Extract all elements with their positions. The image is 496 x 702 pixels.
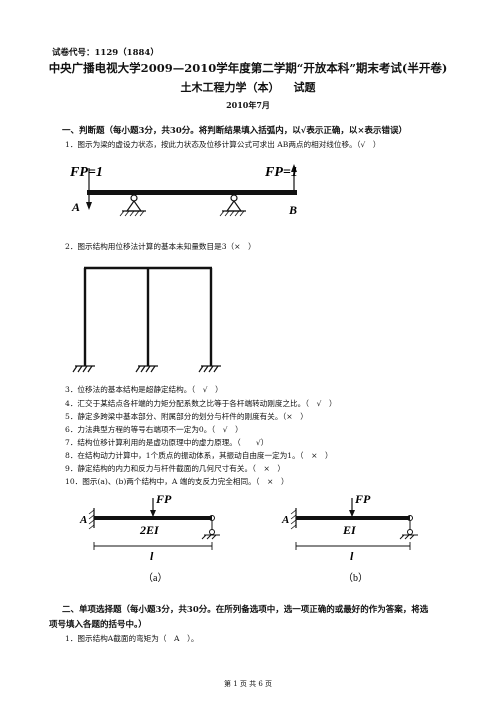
end-label-b: A <box>281 514 289 526</box>
figure-10a: FP A 2EI l （a） <box>79 492 220 584</box>
question-6: 6．力法典型方程的等号右端项不一定为0。（ √ ） <box>65 425 243 434</box>
load-label-b: FP <box>354 492 371 506</box>
load-label-a: FP <box>155 492 172 506</box>
figure-10: FP A 2EI l （a） FP A EI <box>79 492 418 584</box>
question-2: 2．图示结构用位移法计算的基本未知量数目是3（× ） <box>65 242 256 251</box>
dimension-a <box>93 542 213 550</box>
section2-question-1: 1．图示结构A截面的弯矩为（ A ）。 <box>65 634 199 643</box>
beam-b <box>296 516 410 520</box>
stiffness-label-b: EI <box>342 523 357 537</box>
load-label-right: FP=1 <box>264 165 298 180</box>
pin-support-left <box>119 194 146 217</box>
question-1: 1．图示为梁的虚设力状态，按此力状态及位移计算公式可求出 AB两点的相对线位移。… <box>65 140 381 149</box>
paper-code: 试卷代号：1129（1884） <box>52 48 159 58</box>
course-name: 土木工程力学（本） <box>180 81 280 94</box>
question-4: 4．汇交于某结点各杆端的力矩分配系数之比等于各杆端转动刚度之比。（ √ ） <box>65 399 337 408</box>
question-7: 7．结构位移计算利用的是虚功原理中的虚力原理。（ √） <box>65 438 269 447</box>
paper-type: 试题 <box>293 81 316 94</box>
force-arrowhead-right <box>291 164 297 172</box>
question-10: 10．图示(a)、(b)两个结构中，A 端的支反力完全相同。（ × ） <box>65 477 289 486</box>
force-arrowhead-left <box>86 202 92 210</box>
length-label-a: l <box>150 549 154 563</box>
caption-b: （b） <box>343 572 368 584</box>
figure-10b: FP A EI l （b） <box>281 492 418 584</box>
roller-support-b <box>399 515 418 540</box>
dimension-b <box>295 542 411 550</box>
pin-support-right <box>219 194 246 217</box>
stiffness-label-a: 2EI <box>139 523 160 537</box>
load-label-left: FP=1 <box>69 165 103 180</box>
length-label-b: l <box>350 549 354 563</box>
beam <box>87 190 297 195</box>
end-label-a: A <box>79 514 87 526</box>
beam-a <box>94 516 212 520</box>
section1-heading: 一、判断题（每小题3分，共30分。将判断结果填入括弧内，以√表示正确，以×表示错… <box>62 126 407 136</box>
question-8: 8．在结构动力计算中，1个质点的振动体系，其振动自由度一定为1。（ × ） <box>65 451 333 460</box>
question-9: 9．静定结构的内力和反力与杆件截面的几何尺寸有关。（ × ） <box>65 464 286 473</box>
figure-1-beam: FP=1 A FP=1 B <box>69 164 298 217</box>
question-3: 3．位移法的基本结构是超静定结构。（ √ ） <box>65 385 223 394</box>
course-title: 土木工程力学（本） 试题 <box>0 79 496 95</box>
exam-title: 中央广播电视大学2009—2010学年度第二学期“开放本科”期末考试(半开卷) <box>48 61 448 75</box>
figure-2-frame <box>72 266 221 373</box>
caption-a: （a） <box>143 572 167 584</box>
question-5: 5．静定多跨梁中基本部分、附属部分的划分与杆件的刚度有关。（× ） <box>65 412 308 421</box>
label-a: A <box>71 200 80 214</box>
section2-heading-line2: 项号填入各题的括号中。） <box>49 620 147 630</box>
page-footer: 第 1 页 共 6 页 <box>223 680 273 688</box>
section2-heading-line1: 二、单项选择题（每小题3分，共30分。在所列备选项中，选一项正确的或最好的作为答… <box>62 605 429 615</box>
exam-date: 2010年7月 <box>226 100 270 110</box>
fixed-supports <box>72 365 221 373</box>
roller-support-a <box>201 515 220 540</box>
label-b: B <box>288 203 297 217</box>
